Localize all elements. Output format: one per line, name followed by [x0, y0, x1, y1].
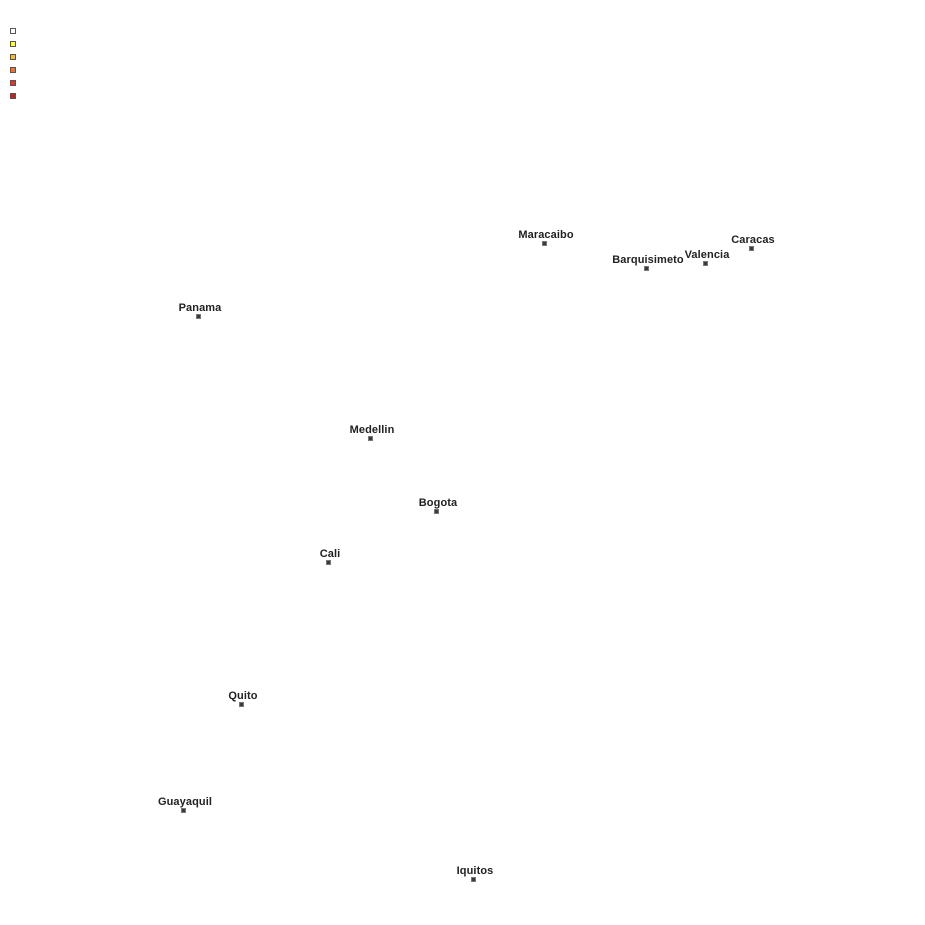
- city-label: Quito: [228, 690, 258, 702]
- legend: [9, 27, 19, 105]
- city-label: Caracas: [731, 234, 775, 246]
- legend-item: [9, 92, 19, 105]
- city-marker[interactable]: [471, 877, 476, 882]
- legend-item: [9, 27, 19, 40]
- city-marker[interactable]: [326, 560, 331, 565]
- city-marker[interactable]: [181, 808, 186, 813]
- city-marker[interactable]: [434, 509, 439, 514]
- city-label: Panama: [178, 302, 222, 314]
- city-marker[interactable]: [703, 261, 708, 266]
- legend-swatch-4: [10, 80, 16, 86]
- city-label: Iquitos: [456, 865, 494, 877]
- city-marker[interactable]: [644, 266, 649, 271]
- city-label: Valencia: [684, 249, 730, 261]
- city-label: Cali: [319, 548, 341, 560]
- city-label: Bogota: [418, 497, 458, 509]
- legend-swatch-2: [10, 54, 16, 60]
- city-marker[interactable]: [368, 436, 373, 441]
- legend-item: [9, 66, 19, 79]
- legend-item: [9, 53, 19, 66]
- city-marker[interactable]: [542, 241, 547, 246]
- legend-swatch-1: [10, 41, 16, 47]
- legend-swatch-5: [10, 93, 16, 99]
- legend-item: [9, 79, 19, 92]
- city-label: Medellin: [349, 424, 395, 436]
- city-marker[interactable]: [239, 702, 244, 707]
- city-marker[interactable]: [749, 246, 754, 251]
- city-label: Maracaibo: [518, 229, 574, 241]
- legend-swatch-0: [10, 28, 16, 34]
- city-label: Barquisimeto: [612, 254, 684, 266]
- city-marker[interactable]: [196, 314, 201, 319]
- city-label: Guayaquil: [157, 796, 213, 808]
- legend-swatch-3: [10, 67, 16, 73]
- legend-item: [9, 40, 19, 53]
